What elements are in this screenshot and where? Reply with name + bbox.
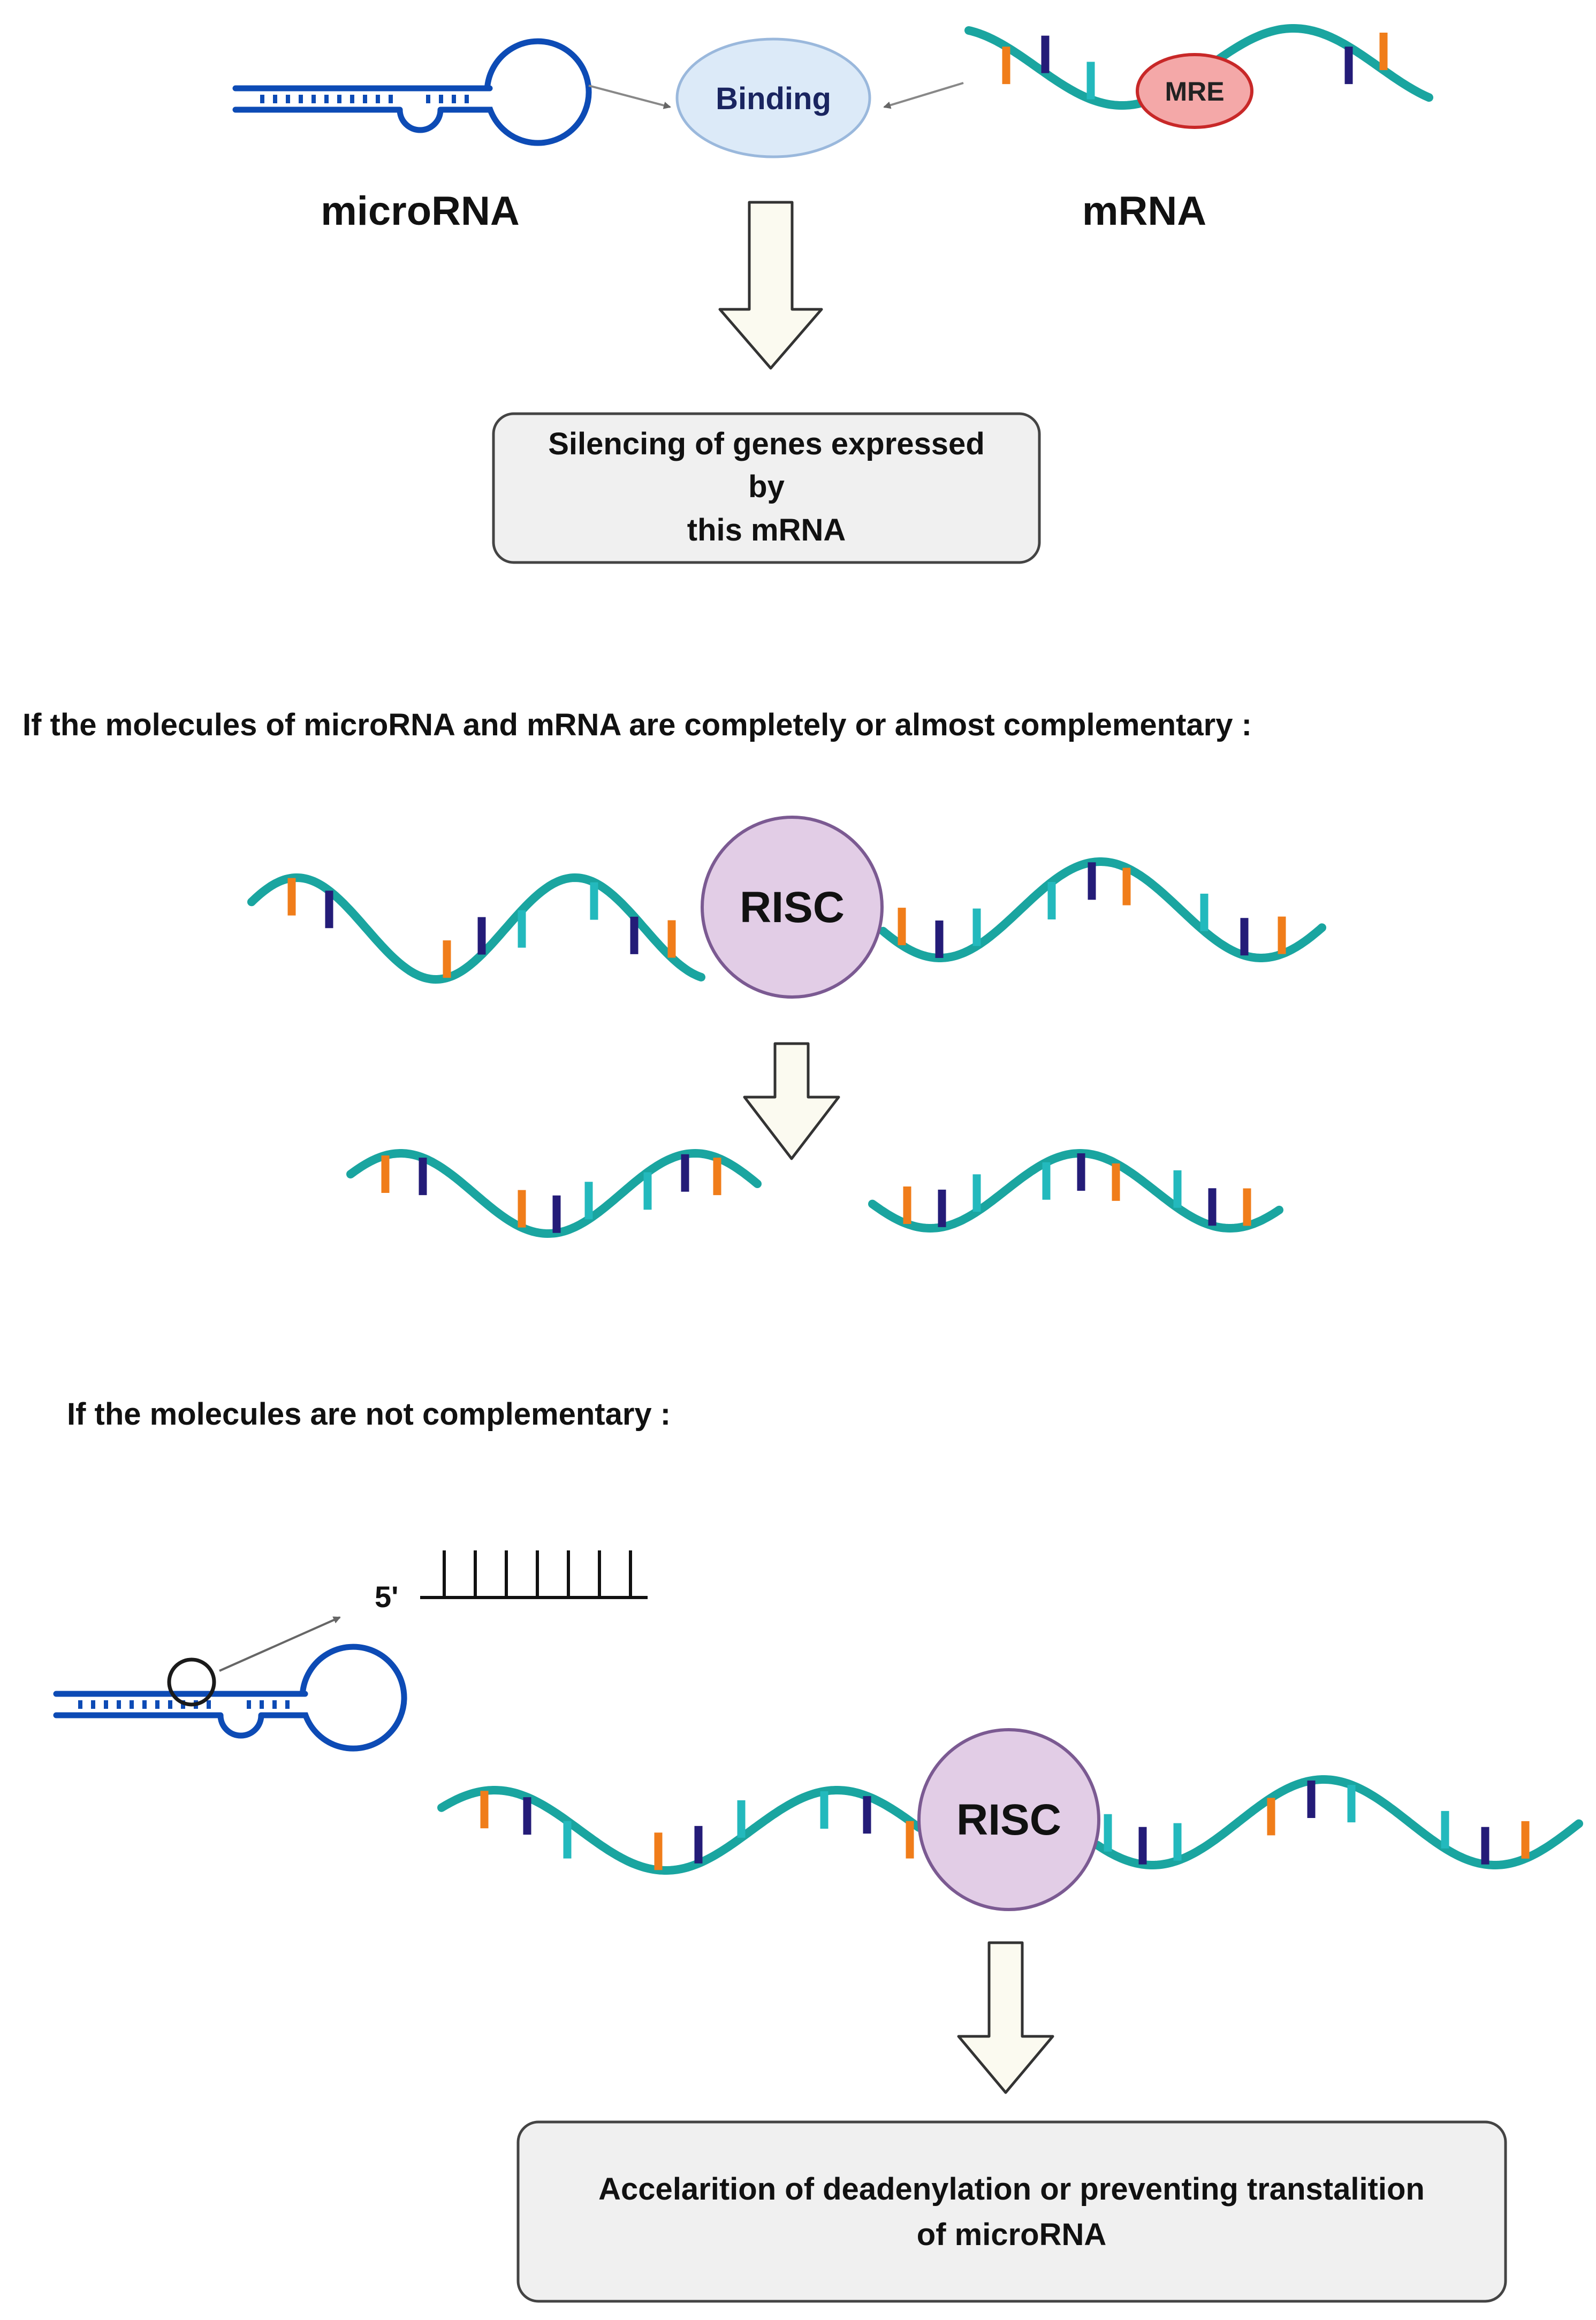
mrna-strand-right [1093,1775,1583,1869]
strand-backbone [247,873,705,984]
binding-label: Binding [716,81,831,116]
risc-complex: RISC [701,816,884,999]
strand-backbone [346,1148,762,1238]
hairpin-loop [299,1644,407,1752]
mrna-label: mRNA [1082,188,1206,234]
silencing-text-line3: this mRNA [687,513,846,547]
mre-label: MRE [1165,77,1224,107]
complementary-section: If the molecules of microRNA and mRNA ar… [22,708,1326,1238]
five-prime-strand [420,1550,648,1599]
hairpin-bulge [397,109,444,133]
strand-backbone [1093,1775,1583,1869]
down-arrow-deadenylation [957,1941,1054,2094]
arrow-mrna-to-binding [883,82,964,109]
deadenylation-result-box: Accelarition of deadenylation or prevent… [516,2120,1507,2303]
hairpin-loop [484,38,592,146]
silencing-text-line1: Silencing of genes expressed [548,427,985,461]
hairpin-bulge [217,1715,264,1739]
cleaved-fragment-left [346,1148,762,1238]
complementary-heading: If the molecules of microRNA and mRNA ar… [22,708,1252,742]
mrna-strand-right [879,857,1326,962]
binding-bubble: Binding [675,37,871,158]
mismatch-circle [167,1657,216,1707]
microrna-hairpin [232,38,592,146]
risc-label: RISC [956,1796,1061,1844]
arrow-microrna-to-binding [588,85,671,109]
deadenylation-text-line2: of microRNA [917,2217,1106,2252]
top-section: microRNA Binding MRE mRNA Silencing of g… [232,24,1433,564]
down-arrow-silencing [718,201,823,370]
five-prime-label: 5' [375,1580,398,1614]
risc-label: RISC [740,883,845,932]
mrna-strand-left [437,1786,923,1875]
cleaved-fragment-right [868,1148,1283,1233]
mrna-strand-left [247,873,705,984]
strand-backbone [437,1786,923,1875]
deadenylation-text-line1: Accelarition of deadenylation or prevent… [598,2172,1425,2207]
mre-site: MRE [1136,53,1253,129]
risc-complex: RISC [917,1728,1100,1911]
silencing-result-box: Silencing of genes expressed by this mRN… [492,412,1041,564]
strand-backbone [868,1148,1283,1233]
not-complementary-section: If the molecules are not complementary :… [53,1397,1583,2303]
not-complementary-heading: If the molecules are not complementary : [67,1397,671,1432]
down-arrow-cleavage [743,1042,840,1160]
arrow-mismatch-to-strand [219,1616,341,1672]
silencing-text-line2: by [748,469,785,504]
microrna-hairpin-mismatch [53,1644,407,1752]
strand-backbone [879,857,1326,962]
microrna-label: microRNA [321,188,520,234]
